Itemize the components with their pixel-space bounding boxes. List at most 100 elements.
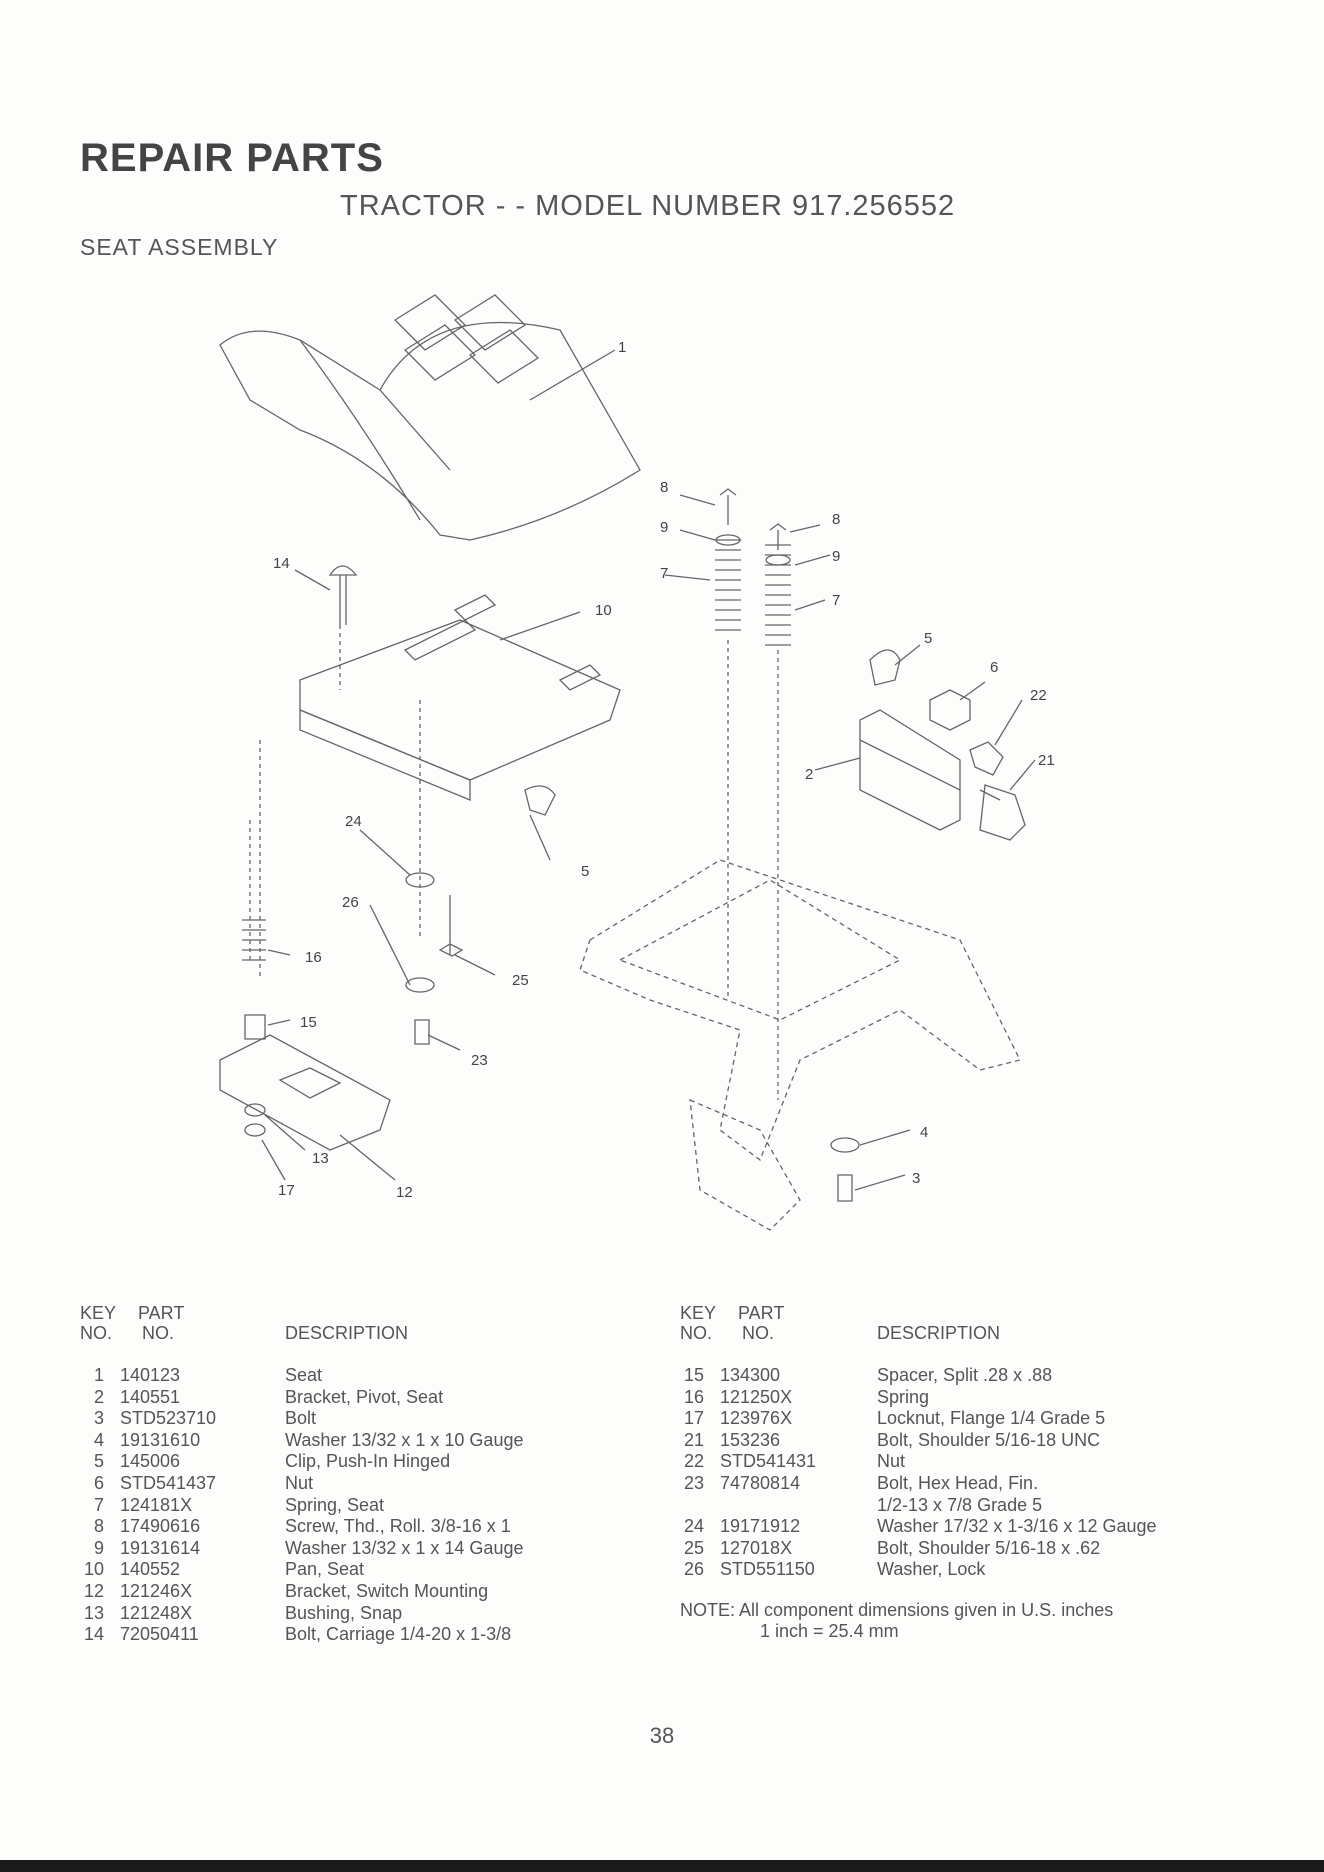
part-header-bottom: NO. xyxy=(142,1323,175,1343)
part-number: 19131614 xyxy=(120,1537,201,1558)
part-number: 153236 xyxy=(720,1429,781,1450)
part-description: Nut xyxy=(285,1473,314,1493)
key-number: 1 xyxy=(93,1365,104,1385)
part-number: STD541437 xyxy=(120,1473,217,1493)
key-number: 21 xyxy=(683,1429,704,1450)
part-description: Washer 13/32 x 1 x 14 Gauge xyxy=(285,1537,524,1558)
callout-13: 13 xyxy=(312,1150,329,1167)
part-number: 124181X xyxy=(120,1494,193,1515)
spring-drawing xyxy=(715,539,741,631)
table-row: 22 STD541431 Nut xyxy=(680,1451,1240,1472)
key-header-bottom: NO. xyxy=(680,1323,713,1343)
key-number: 7 xyxy=(93,1494,104,1515)
key-number: 22 xyxy=(683,1451,704,1472)
part-description: Locknut, Flange 1/4 Grade 5 xyxy=(877,1408,1106,1429)
table-row: 26 STD551150 Washer, Lock xyxy=(680,1559,1240,1580)
part-number: STD541431 xyxy=(720,1451,817,1472)
callout-22: 22 xyxy=(1030,687,1047,704)
part-number: 140552 xyxy=(120,1559,181,1580)
page-title: REPAIR PARTS xyxy=(80,136,384,180)
part-description: Bolt, Shoulder 5/16-18 x .62 xyxy=(877,1537,1101,1558)
pivot-bracket-drawing xyxy=(859,709,961,831)
part-description: Clip, Push-In Hinged xyxy=(285,1451,451,1472)
callout-26: 26 xyxy=(342,894,359,911)
part-description: Bolt, Shoulder 5/16-18 UNC xyxy=(877,1429,1101,1450)
part-number: STD551150 xyxy=(720,1559,815,1580)
part-header-bottom: NO. xyxy=(742,1323,775,1343)
part-description: Washer, Lock xyxy=(877,1559,986,1580)
table-row: 21 153236 Bolt, Shoulder 5/16-18 UNC xyxy=(680,1430,1240,1451)
callout-4: 4 xyxy=(920,1124,928,1141)
note-line-2: 1 inch = 25.4 mm xyxy=(760,1621,899,1641)
key-number: 4 xyxy=(93,1429,104,1450)
note-block: NOTE: All component dimensions given in … xyxy=(680,1600,1113,1642)
part-number: 134300 xyxy=(720,1365,781,1385)
part-description: Seat xyxy=(285,1365,323,1385)
key-header-top: KEY xyxy=(680,1303,717,1323)
callout-14: 14 xyxy=(273,555,290,572)
callout-10: 10 xyxy=(595,602,612,619)
part-number: 121250X xyxy=(720,1386,793,1407)
part-description: Spacer, Split .28 x .88 xyxy=(877,1365,1053,1385)
part-number: 127018X xyxy=(720,1537,793,1558)
section-title: SEAT ASSEMBLY xyxy=(80,234,279,260)
key-number: 24 xyxy=(683,1516,704,1537)
part-number: 19171912 xyxy=(720,1516,801,1537)
callout-21: 21 xyxy=(1038,752,1055,769)
part-description: 1/2-13 x 7/8 Grade 5 xyxy=(877,1494,1043,1515)
key-number: 14 xyxy=(83,1624,104,1645)
part-description: Spring xyxy=(877,1386,930,1407)
callout-6: 6 xyxy=(990,659,998,676)
part-description: Bracket, Switch Mounting xyxy=(285,1581,489,1601)
key-number: 10 xyxy=(83,1559,104,1580)
callout-8b: 8 xyxy=(832,511,840,528)
part-description: Washer 13/32 x 1 x 10 Gauge xyxy=(285,1429,524,1450)
callout-1: 1 xyxy=(618,339,626,356)
part-description: Bracket, Pivot, Seat xyxy=(285,1386,444,1407)
part-number: 121246X xyxy=(120,1581,193,1601)
callout-5b: 5 xyxy=(581,863,589,880)
callout-7b: 7 xyxy=(832,592,840,609)
seat-pan-drawing xyxy=(299,619,621,781)
description-header: DESCRIPTION xyxy=(285,1323,409,1343)
part-number: 123976X xyxy=(720,1408,793,1429)
part-description: Bolt xyxy=(285,1408,317,1429)
callout-5: 5 xyxy=(924,630,932,647)
part-number: 140551 xyxy=(120,1386,181,1407)
key-header-bottom: NO. xyxy=(80,1323,113,1343)
part-header-top: PART xyxy=(138,1303,185,1323)
key-number: 23 xyxy=(683,1473,704,1493)
part-number: 72050411 xyxy=(120,1624,199,1645)
part-number: STD523710 xyxy=(120,1408,217,1429)
part-description: Bushing, Snap xyxy=(285,1602,403,1623)
table-row: 9 19131614 Washer 13/32 x 1 x 14 Gauge xyxy=(80,1538,620,1559)
page-edge-band xyxy=(0,1860,1324,1872)
key-number: 26 xyxy=(683,1559,704,1580)
callout-23: 23 xyxy=(471,1052,488,1069)
switch-bracket-drawing xyxy=(219,1034,391,1151)
page-number: 38 xyxy=(649,1723,675,1748)
callout-3: 3 xyxy=(912,1170,920,1187)
key-number: 9 xyxy=(93,1537,104,1558)
key-number: 15 xyxy=(683,1365,704,1385)
callout-2: 2 xyxy=(805,766,813,783)
description-header: DESCRIPTION xyxy=(877,1323,1001,1343)
callout-24: 24 xyxy=(345,813,362,830)
callout-8: 8 xyxy=(660,479,668,496)
seat-drawing xyxy=(219,321,641,541)
tractor-frame-drawing xyxy=(579,859,1021,1162)
callout-15: 15 xyxy=(300,1014,317,1031)
part-description: Nut xyxy=(877,1451,906,1472)
part-description: Bolt, Hex Head, Fin. xyxy=(877,1473,1039,1493)
note-label: NOTE: xyxy=(680,1600,736,1620)
